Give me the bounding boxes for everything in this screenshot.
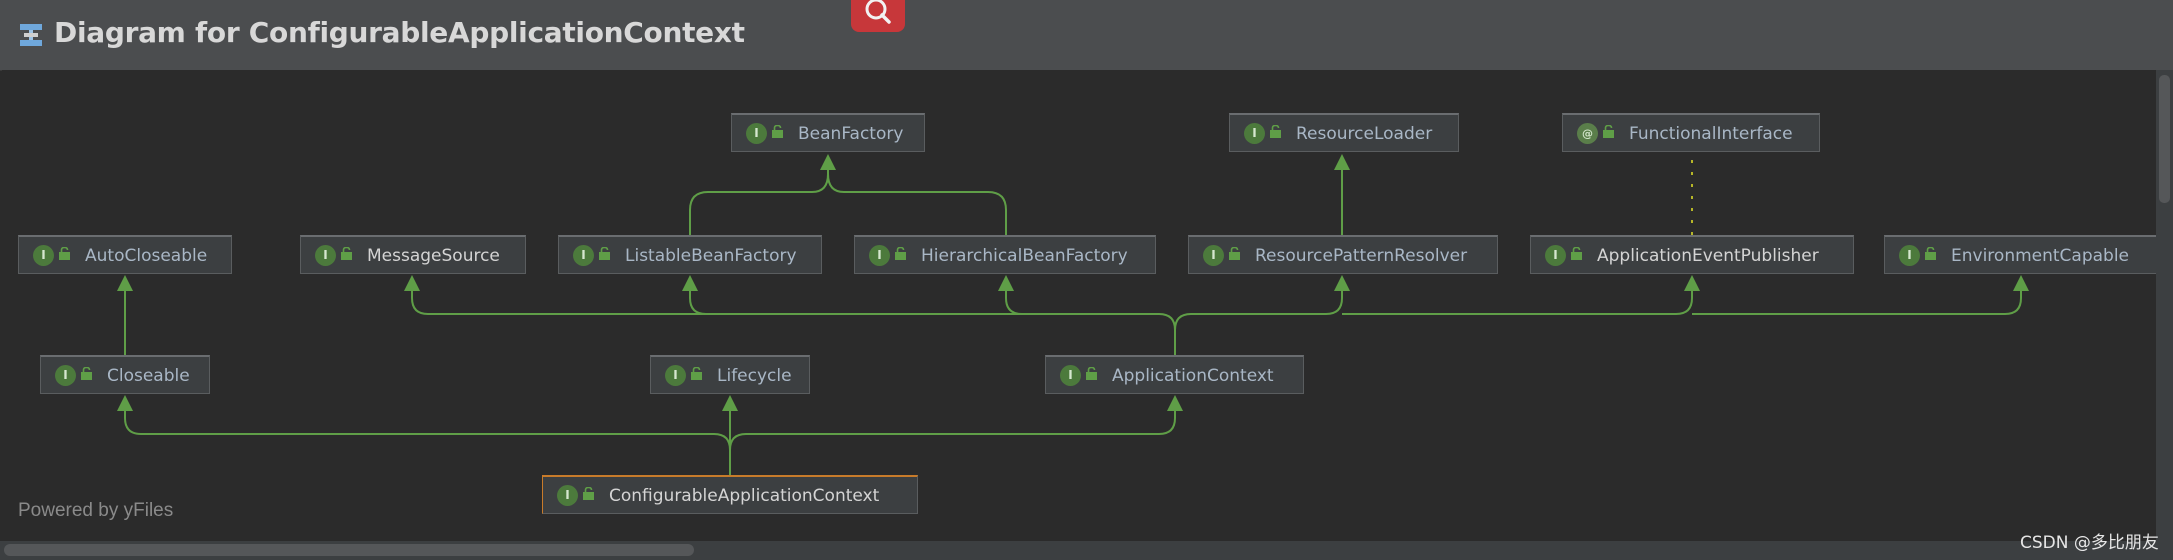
- interface-icon: I: [573, 245, 594, 266]
- lock-icon: [772, 125, 783, 138]
- lock-icon: [1229, 247, 1240, 260]
- watermark: CSDN @多比朋友: [2020, 533, 2159, 553]
- node-lifecycle[interactable]: I Lifecycle: [650, 355, 810, 394]
- search-button[interactable]: [851, 0, 905, 32]
- node-label: Closeable: [107, 366, 190, 386]
- arrowhead: [1167, 395, 1183, 411]
- node-label: EnvironmentCapable: [1951, 246, 2130, 266]
- title-bar: Diagram for ConfigurableApplicationConte…: [0, 0, 2173, 71]
- lock-icon: [1571, 247, 1582, 260]
- node-label: ApplicationContext: [1112, 366, 1274, 386]
- powered-by-label: Powered by yFiles: [18, 500, 174, 521]
- node-closeable[interactable]: I Closeable: [40, 355, 210, 394]
- node-message-source[interactable]: I MessageSource: [300, 235, 526, 274]
- edge-listable-beanfactory: [689, 158, 829, 235]
- interface-icon: I: [746, 123, 767, 144]
- search-icon: [865, 0, 891, 24]
- inheritance-edges: [117, 154, 2029, 475]
- arrowhead: [117, 275, 133, 291]
- node-label: Lifecycle: [717, 366, 792, 386]
- lock-icon: [81, 367, 92, 380]
- node-environment-capable[interactable]: I EnvironmentCapable: [1884, 235, 2158, 274]
- node-label: HierarchicalBeanFactory: [921, 246, 1128, 266]
- interface-icon: I: [55, 365, 76, 386]
- lock-icon: [691, 367, 702, 380]
- node-label: ResourceLoader: [1296, 124, 1433, 144]
- diagram-title: Diagram for ConfigurableApplicationConte…: [54, 16, 745, 49]
- node-label: FunctionalInterface: [1629, 124, 1793, 144]
- arrowhead: [1334, 275, 1350, 291]
- node-auto-closeable[interactable]: I AutoCloseable: [18, 235, 232, 274]
- interface-icon: I: [665, 365, 686, 386]
- lock-icon: [583, 487, 594, 500]
- arrowhead: [404, 275, 420, 291]
- vertical-scroll-thumb[interactable]: [2159, 75, 2170, 203]
- node-listable-bean-factory[interactable]: I ListableBeanFactory: [558, 235, 822, 274]
- lock-icon: [341, 247, 352, 260]
- node-label: ResourcePatternResolver: [1255, 246, 1468, 266]
- node-label: MessageSource: [367, 246, 500, 266]
- interface-icon: I: [315, 245, 336, 266]
- diagram-icon: [20, 24, 42, 46]
- node-label: AutoCloseable: [85, 246, 208, 266]
- lock-icon: [59, 247, 70, 260]
- interface-icon: I: [1545, 245, 1566, 266]
- lock-icon: [1925, 247, 1936, 260]
- horizontal-scroll-thumb[interactable]: [4, 544, 694, 556]
- node-label: ListableBeanFactory: [625, 246, 797, 266]
- edge-hierarchical-beanfactory: [827, 173, 1007, 235]
- node-functional-interface[interactable]: @ FunctionalInterface: [1562, 113, 1820, 152]
- arrowhead: [682, 275, 698, 291]
- annotation-icon: @: [1577, 123, 1598, 144]
- node-hierarchical-bean-factory[interactable]: I HierarchicalBeanFactory: [854, 235, 1156, 274]
- arrowhead: [820, 154, 836, 170]
- arrowhead: [1334, 154, 1350, 170]
- interface-icon: I: [1203, 245, 1224, 266]
- edge-configurable-parents: [124, 399, 731, 475]
- node-label: BeanFactory: [798, 124, 904, 144]
- interface-icon: I: [557, 485, 578, 506]
- arrowhead: [117, 395, 133, 411]
- interface-icon: I: [1060, 365, 1081, 386]
- lock-icon: [1086, 367, 1097, 380]
- node-application-context[interactable]: I ApplicationContext: [1045, 355, 1304, 394]
- node-configurable-application-context[interactable]: I ConfigurableApplicationContext: [542, 475, 918, 514]
- arrowhead: [2013, 275, 2029, 291]
- lock-icon: [1603, 125, 1614, 138]
- arrowhead: [998, 275, 1014, 291]
- node-application-event-publisher[interactable]: I ApplicationEventPublisher: [1530, 235, 1854, 274]
- interface-icon: I: [869, 245, 890, 266]
- node-label: ConfigurableApplicationContext: [609, 486, 880, 506]
- interface-icon: I: [1244, 123, 1265, 144]
- edge-applicationcontext-parents: [411, 279, 1176, 355]
- node-resource-loader[interactable]: I ResourceLoader: [1229, 113, 1459, 152]
- lock-icon: [1270, 125, 1281, 138]
- diagram-canvas[interactable]: I BeanFactory I ResourceLoader @ Functio…: [2, 70, 2158, 540]
- node-label: ApplicationEventPublisher: [1597, 246, 1819, 266]
- lock-icon: [599, 247, 610, 260]
- node-bean-factory[interactable]: I BeanFactory: [731, 113, 925, 152]
- arrowhead: [722, 395, 738, 411]
- interface-icon: I: [1899, 245, 1920, 266]
- interface-icon: I: [33, 245, 54, 266]
- arrowhead: [1684, 275, 1700, 291]
- lock-icon: [895, 247, 906, 260]
- node-resource-pattern-resolver[interactable]: I ResourcePatternResolver: [1188, 235, 1498, 274]
